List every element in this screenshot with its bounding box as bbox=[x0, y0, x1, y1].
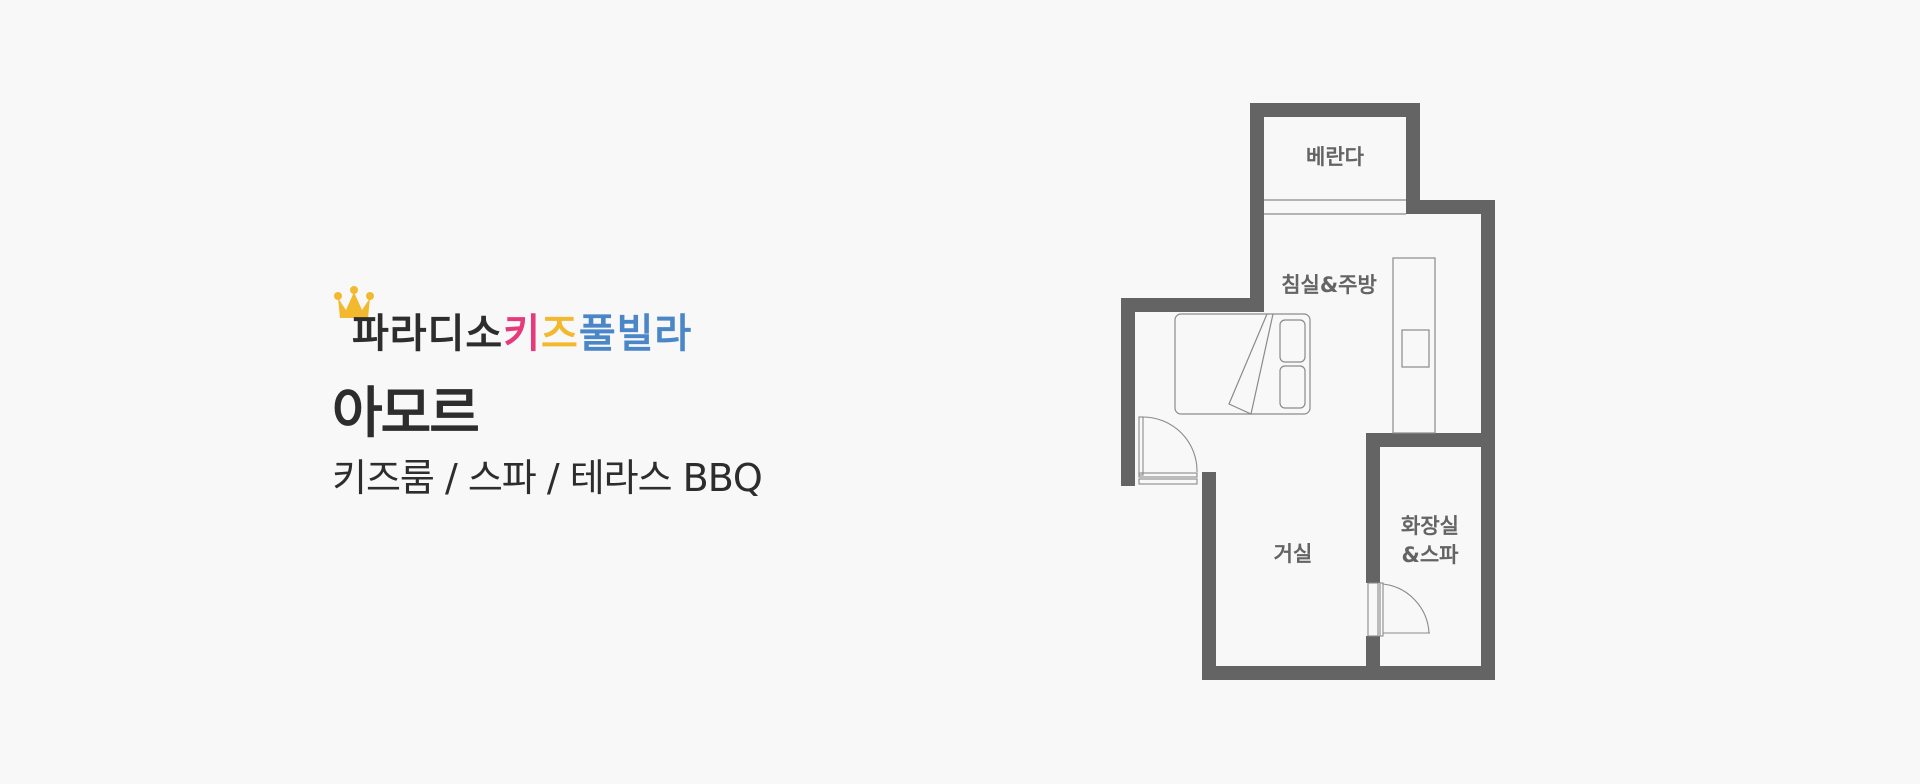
room-label-living-room: 거실 bbox=[1274, 542, 1313, 566]
room-label-bathroom-line1: 화장실 bbox=[1401, 514, 1459, 538]
kitchen-counter-icon bbox=[1392, 257, 1436, 434]
room-label-balcony: 베란다 bbox=[1306, 145, 1365, 169]
brand-logo: 파라디소키즈풀빌라 bbox=[332, 284, 732, 364]
brand-name-part-1: 파라디소 bbox=[352, 311, 504, 357]
brand-name: 파라디소키즈풀빌라 bbox=[352, 310, 692, 358]
crown-icon bbox=[334, 286, 374, 318]
brand-name-part-2: 키 bbox=[503, 311, 542, 357]
room-title: 아모르 bbox=[332, 381, 480, 445]
room-label-bedroom-kitchen: 침실&주방 bbox=[1281, 273, 1377, 297]
brand-name-part-3: 즈 bbox=[541, 311, 579, 357]
room-label-bathroom-line2: &스파 bbox=[1402, 543, 1460, 567]
bathroom-door-icon bbox=[1367, 582, 1430, 637]
entrance-door-icon bbox=[1138, 416, 1198, 485]
walls bbox=[1121, 103, 1495, 680]
brand-name-part-4: 풀빌라 bbox=[578, 311, 693, 357]
room-features: 키즈룸 / 스파 / 테라스 BBQ bbox=[332, 456, 763, 500]
balcony-divider bbox=[1264, 199, 1406, 215]
bed-icon bbox=[1174, 313, 1311, 415]
